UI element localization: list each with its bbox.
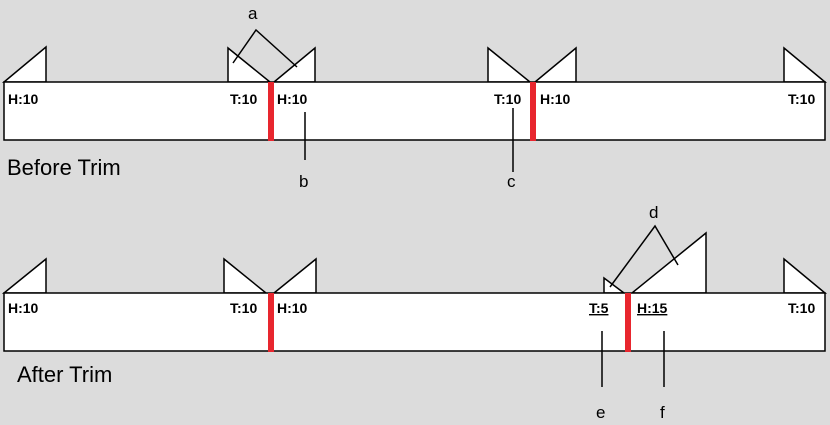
tail-handle[interactable] — [487, 46, 533, 83]
before-trim-caption: Before Trim — [7, 155, 121, 180]
handle-label: H:10 — [8, 91, 39, 107]
callout-label: e — [596, 403, 605, 422]
handle-label: T:10 — [230, 91, 257, 107]
tail-handle[interactable] — [783, 46, 828, 83]
handle-label: H:10 — [540, 91, 571, 107]
edit-point-marker[interactable] — [530, 82, 536, 141]
callout-line — [232, 28, 298, 68]
tail-handle[interactable] — [227, 46, 273, 83]
handle-label: T:10 — [788, 91, 815, 107]
handle-label: H:10 — [277, 91, 308, 107]
trimmed-head-label: H:15 — [637, 300, 668, 316]
head-handle[interactable] — [1, 45, 47, 83]
tail-handle[interactable] — [223, 257, 269, 294]
edit-point-marker[interactable] — [268, 82, 274, 141]
callout-label: f — [660, 403, 665, 422]
edit-point-marker[interactable] — [625, 293, 631, 352]
callout-label: d — [649, 203, 658, 222]
clip-track — [3, 292, 826, 352]
callout-label: b — [299, 172, 308, 191]
handle-label: H:10 — [8, 300, 39, 316]
edit-point-marker[interactable] — [268, 293, 274, 352]
before-trim-timeline: H:10 T:10 H:10 T:10 H:10 T:10 a b c Befo… — [1, 4, 828, 191]
after-trim-caption: After Trim — [17, 362, 112, 387]
head-handle[interactable] — [1, 257, 47, 294]
tail-handle[interactable] — [783, 257, 828, 294]
tail-handle[interactable] — [603, 276, 627, 294]
handle-label: T:10 — [494, 91, 521, 107]
callout-label: a — [248, 4, 258, 23]
clip-track — [3, 81, 826, 141]
callout-label: c — [507, 172, 516, 191]
callout-line — [609, 224, 679, 288]
handle-label: T:10 — [230, 300, 257, 316]
head-handle[interactable] — [271, 257, 317, 294]
handle-label: T:10 — [788, 300, 815, 316]
after-trim-timeline: H:10 T:10 H:10 T:5 H:15 T:10 d e f After… — [1, 203, 828, 422]
head-handle[interactable] — [532, 46, 577, 83]
trimmed-tail-label: T:5 — [589, 300, 609, 316]
handle-label: H:10 — [277, 300, 308, 316]
